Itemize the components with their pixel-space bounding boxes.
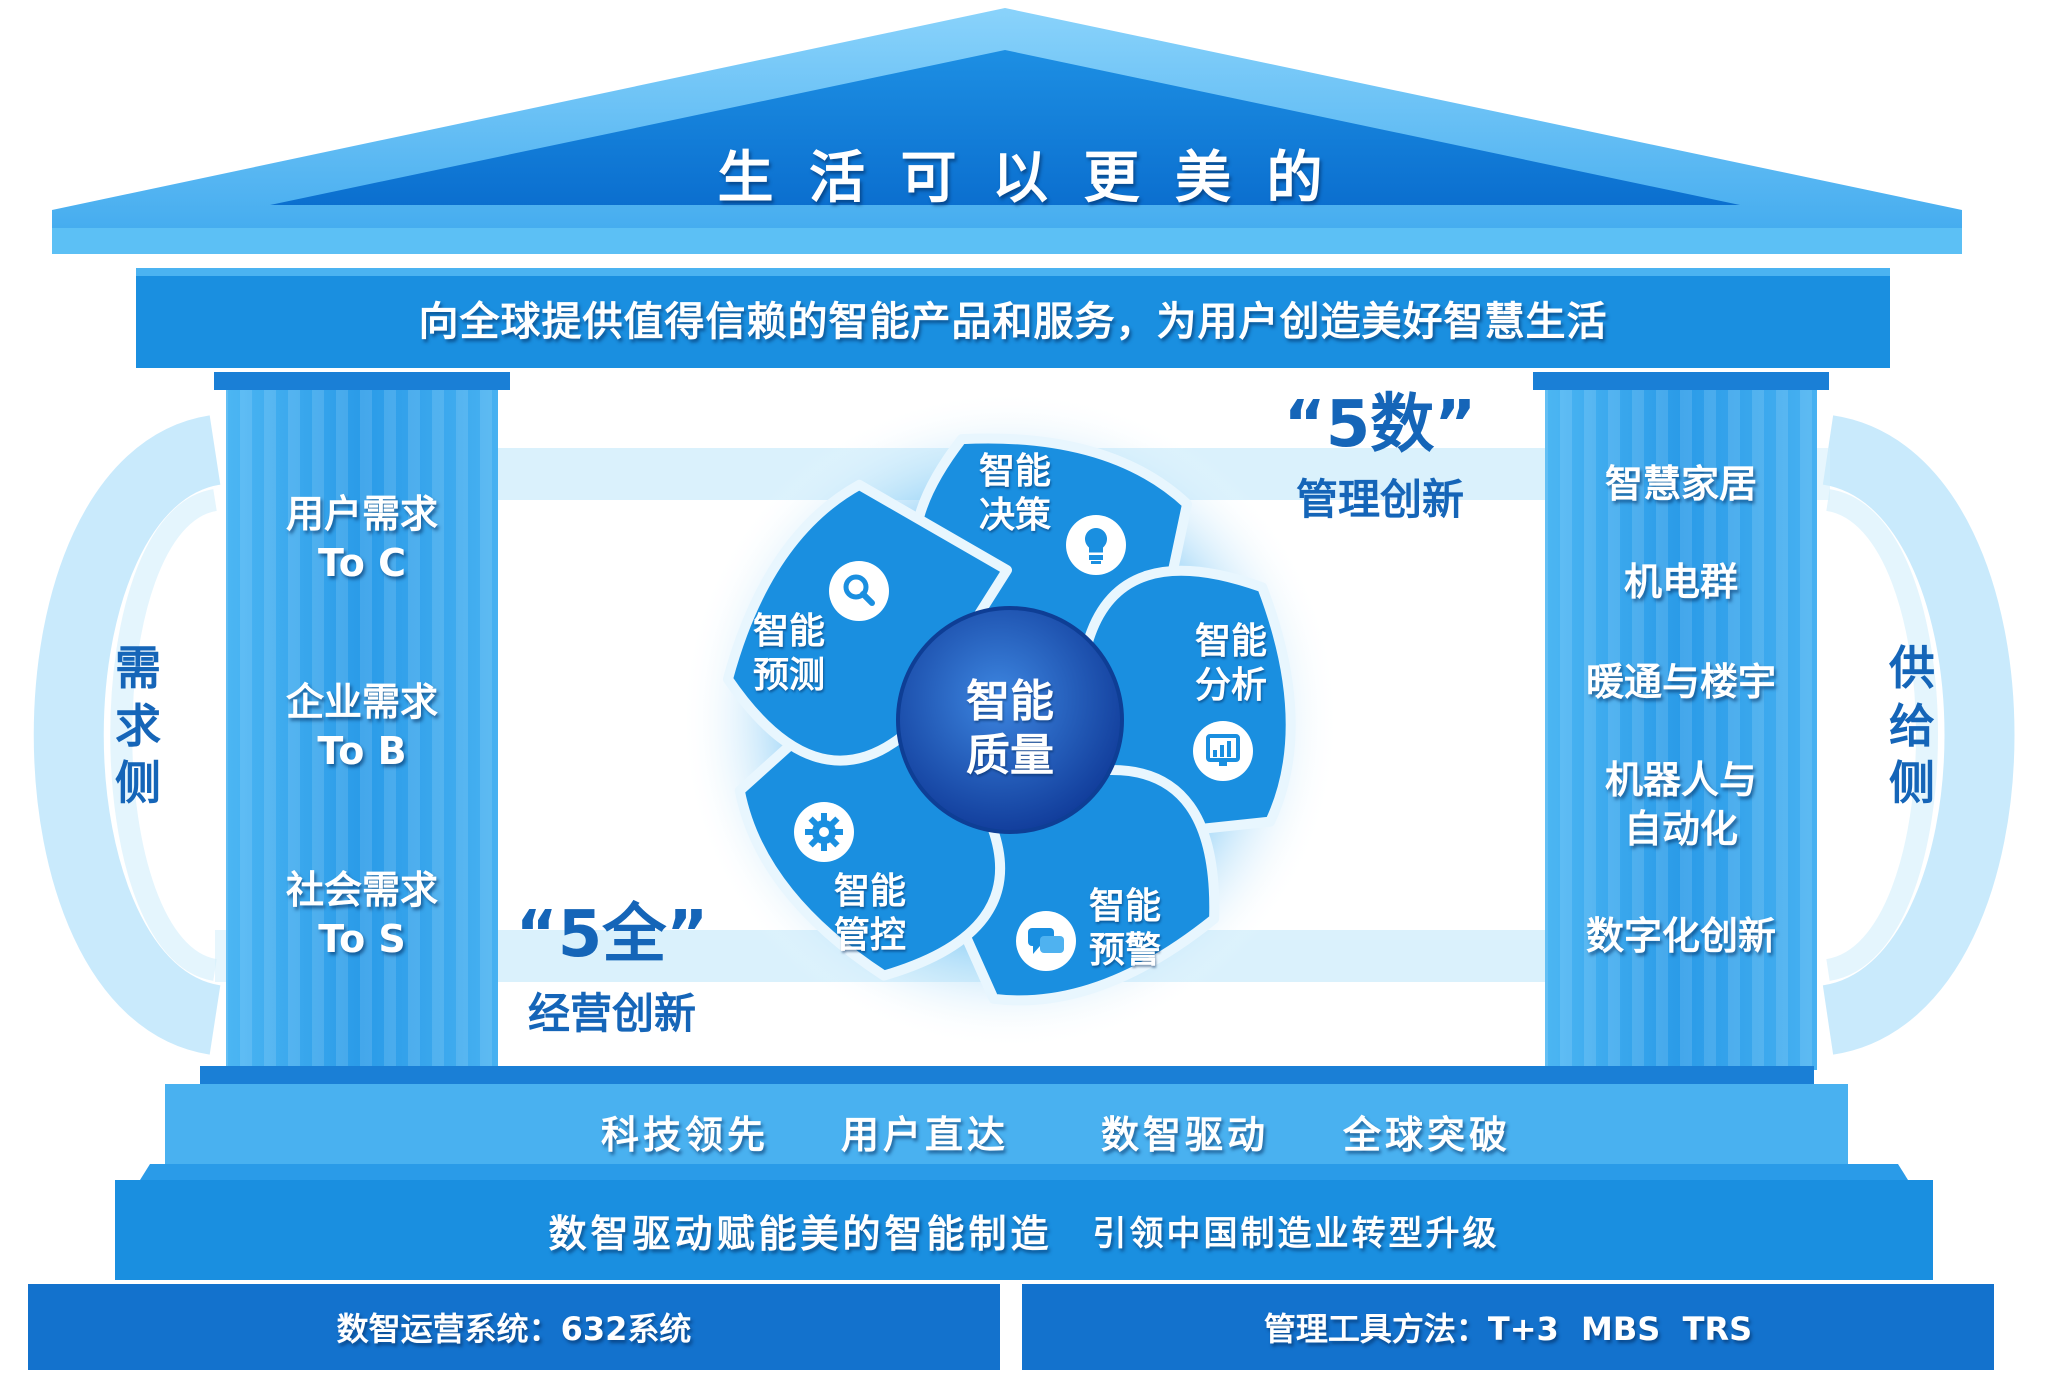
segment-label-line2: 决策 (978, 494, 1051, 536)
roof-title: 生 活 可 以 更 美 的 (717, 146, 1331, 211)
pillar-item-title: 社会需求 (285, 868, 438, 912)
wheel-center-disc (896, 606, 1124, 834)
segment-label-line2: 预测 (752, 654, 825, 696)
supply-side-char: 侧 (1889, 756, 1935, 810)
demand-side-char: 求 (115, 698, 161, 753)
base-right: 管理工具方法：T+3 MBS TRS (1263, 1310, 1753, 1348)
right-pillar: 智慧家居 机电群 暖通与楼宇 机器人与 自动化 数字化创新 (1545, 390, 1817, 1070)
segment-label-line1: 智能 (1088, 886, 1161, 927)
demand-side-label: 需 求 侧 (108, 640, 168, 813)
five-quan-title: “5全” (515, 898, 709, 972)
segment-label-line1: 智能 (752, 611, 825, 652)
pillar-item-electromechanical: 机电群 (1545, 558, 1817, 607)
segment-label-line2: 预警 (1088, 929, 1161, 971)
smart-quality-wheel (722, 433, 1296, 1006)
pillar-item-smart-home: 智慧家居 (1545, 460, 1817, 509)
wheel-segment-control: 智能 管控 (815, 870, 925, 958)
five-quan-subtitle: 经营创新 (527, 989, 696, 1039)
pillar-item-subtitle: To C (317, 541, 407, 586)
wheel-center-label: 智能 质量 (910, 675, 1110, 782)
five-quan-block: “5全” 经营创新 (472, 900, 752, 1041)
supply-side-char: 供 (1889, 641, 1935, 695)
pillar-item-subtitle: To B (317, 729, 407, 774)
pillar-item-to-s: 社会需求 To S (226, 866, 498, 965)
five-shu-subtitle: 管理创新 (1295, 475, 1464, 525)
pillar-item-to-b: 企业需求 To B (226, 678, 498, 777)
left-pillar: 用户需求 To C 企业需求 To B 社会需求 To S (226, 390, 498, 1070)
segment-label-line1: 智能 (1194, 621, 1267, 662)
wheel-petal-search (722, 479, 1012, 766)
pillar-item-subtitle: 自动化 (1623, 807, 1738, 852)
foundation-item: 科技领先 (600, 1113, 769, 1157)
foundation-main-text: 数智驱动赋能美的智能制造 (548, 1211, 1053, 1256)
demand-side-char: 需 (115, 641, 161, 695)
pillar-item-digital-innovation: 数字化创新 (1545, 912, 1817, 961)
pillar-item-title: 暖通与楼宇 (1585, 660, 1776, 704)
foundation-item: 数智驱动 (1100, 1113, 1269, 1157)
search-icon (829, 561, 889, 621)
foundation-item: 用户直达 (840, 1113, 1009, 1157)
segment-label-line2: 分析 (1194, 664, 1267, 706)
pillar-item-to-c: 用户需求 To C (226, 490, 498, 589)
segment-label-line1: 智能 (833, 871, 906, 912)
supply-side-label: 供 给 侧 (1882, 640, 1942, 813)
wheel-segment-forecast: 智能 预测 (734, 610, 844, 698)
demand-side-char: 侧 (115, 756, 161, 810)
pillar-item-title: 机电群 (1623, 560, 1738, 604)
base-left: 数智运营系统：632系统 (336, 1310, 692, 1348)
wheel-segment-analysis: 智能 分析 (1176, 620, 1286, 708)
pillar-item-hvac-building: 暖通与楼宇 (1545, 658, 1817, 707)
pillar-item-title: 企业需求 (285, 680, 438, 724)
supply-side-char: 给 (1889, 698, 1935, 753)
foundation-item: 全球突破 (1342, 1113, 1511, 1157)
pillar-item-title: 机器人与 (1604, 758, 1757, 802)
chat-icon (1016, 911, 1076, 971)
gear-icon (794, 802, 854, 862)
foundation-sub-text: 引领中国制造业转型升级 (1092, 1213, 1500, 1254)
pillar-item-title: 智慧家居 (1604, 462, 1757, 506)
foundation-main: 数智驱动赋能美的智能制造 引领中国制造业转型升级 (115, 1180, 1933, 1280)
pillar-item-subtitle: To S (318, 917, 406, 962)
chart-icon (1193, 721, 1253, 781)
segment-label-line2: 管控 (833, 914, 906, 956)
pillar-item-title: 数字化创新 (1585, 914, 1776, 958)
segment-label-line1: 智能 (978, 451, 1051, 492)
wheel-segment-warning: 智能 预警 (1070, 885, 1180, 973)
pillar-item-robotics-automation: 机器人与 自动化 (1545, 756, 1817, 855)
five-shu-block: “5数” 管理创新 (1240, 390, 1520, 527)
foundation-pillars: 科技领先 用户直达 数智驱动 全球突破 (165, 1084, 1848, 1164)
lightbulb-icon (1066, 515, 1126, 575)
five-shu-title: “5数” (1283, 388, 1477, 462)
wheel-center-line2: 质量 (966, 729, 1054, 781)
wheel-segment-decision: 智能 决策 (960, 450, 1070, 538)
mission-statement: 向全球提供值得信赖的智能产品和服务，为用户创造美好智慧生活 (418, 299, 1608, 345)
pillar-item-title: 用户需求 (285, 492, 438, 536)
wheel-center-line1: 智能 (966, 676, 1054, 727)
